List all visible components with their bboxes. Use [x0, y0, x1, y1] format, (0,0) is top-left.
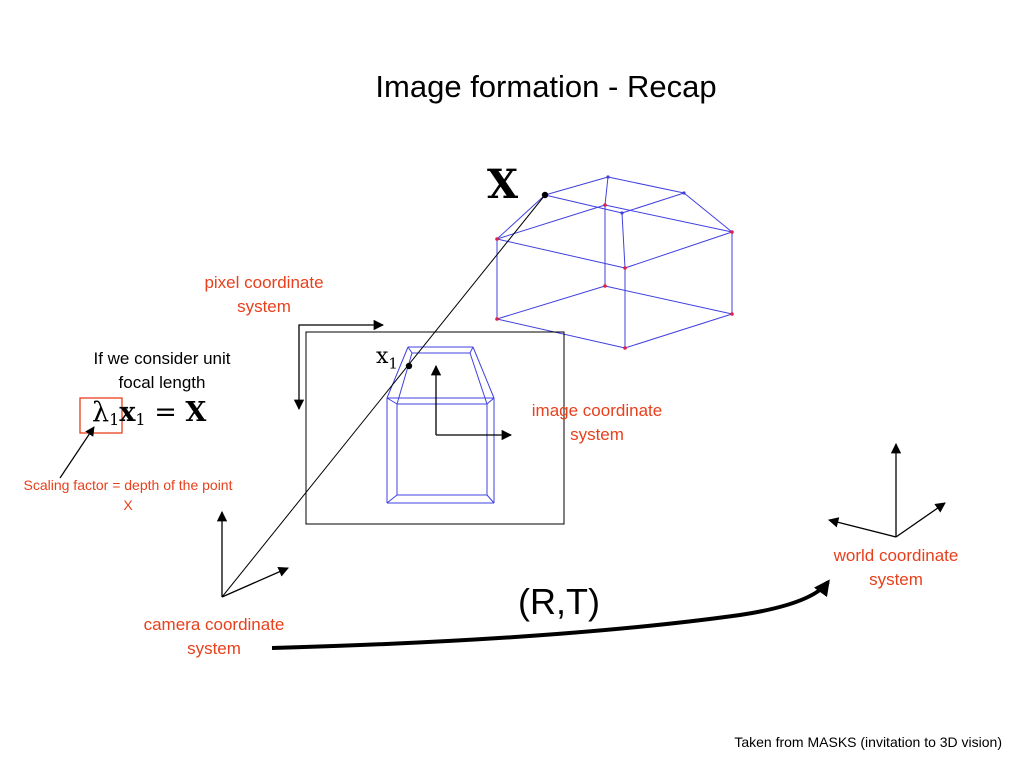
world-coordinate-label: world coordinate system: [833, 546, 959, 589]
world-object-roof-vertices: [606, 175, 686, 215]
projection-equation: λ1x1 = X: [92, 397, 207, 429]
unit-focal-note: If we consider unit focal length: [93, 349, 231, 392]
rt-transform-arrow: [271, 579, 830, 650]
point-x1-label: x1: [376, 344, 398, 373]
camera-coordinate-label: camera coordinate system: [143, 615, 285, 658]
world-object-vertices: [495, 203, 734, 350]
lambda-symbol: λ: [92, 397, 110, 428]
image-coordinate-label: image coordinate system: [531, 401, 663, 444]
point-X-dot: [541, 191, 549, 199]
projection-ray: [221, 194, 546, 598]
scaling-factor-arrow: [59, 426, 95, 479]
rt-transform-label: (R,T): [518, 581, 600, 622]
page-title: Image formation - Recap: [375, 69, 717, 104]
projected-object-wireframe: [386, 346, 495, 504]
image-coordinate-axes: [430, 364, 513, 441]
source-credit: Taken from MASKS (invitation to 3D visio…: [734, 734, 1002, 750]
lambda-highlight-box: [79, 397, 123, 434]
point-x1-dot: [405, 362, 413, 370]
world-coordinate-axes: [827, 442, 946, 538]
pixel-coordinate-label: pixel coordinate system: [204, 273, 324, 316]
world-object-wireframe: [496, 176, 733, 349]
pixel-coordinate-axes: [293, 319, 385, 411]
camera-coordinate-axes: [216, 510, 289, 598]
scaling-factor-note: Scaling factor = depth of the point X: [23, 477, 233, 513]
point-X-label: X: [487, 161, 519, 208]
